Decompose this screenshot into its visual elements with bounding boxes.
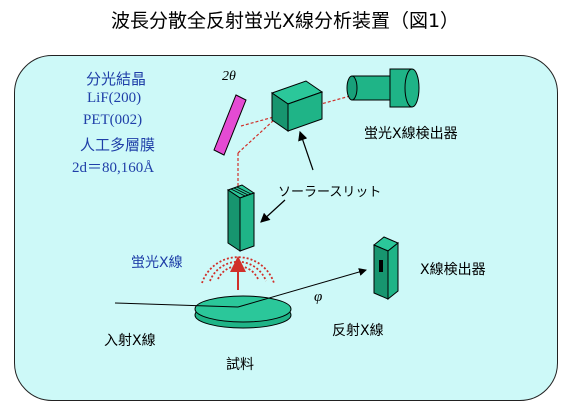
crystal-item-lif: LiF(200): [87, 90, 142, 106]
incident-beam: [114, 302, 239, 308]
fluorescent-detector-label: 蛍光X線検出器: [364, 126, 458, 142]
incident-xray-label: 入射X線: [104, 333, 156, 349]
phi-label: φ: [314, 289, 323, 305]
fluorescent-xray-detector: [346, 68, 420, 108]
crystal-item-multilayer: 人工多層膜: [80, 136, 156, 154]
two-theta-label: 2θ: [222, 69, 236, 84]
page-title: 波長分散全反射蛍光X線分析装置（図1）: [110, 10, 460, 32]
crystal-item-2d: 2d＝80,160Å: [72, 160, 155, 176]
fluorescent-xray-label: 蛍光X線: [131, 255, 183, 271]
crystal-heading: 分光結晶: [86, 70, 147, 88]
reflected-xray-label: 反射X線: [332, 323, 384, 339]
soller-slit-label: ソーラースリット: [278, 185, 382, 200]
reflected-beam: [237, 268, 367, 308]
analyzing-crystal: [213, 94, 247, 156]
detector-collimator-box: [270, 80, 324, 132]
soller-slit: [226, 184, 256, 252]
collimator-pointer: [298, 130, 314, 171]
soller-slit-pointer: [260, 199, 286, 223]
diagram-panel: [14, 55, 558, 401]
sample-label: 試料: [226, 357, 254, 373]
xray-detector: [373, 236, 399, 301]
xray-detector-label: X線検出器: [420, 262, 486, 278]
crystal-item-pet: PET(002): [83, 112, 143, 128]
sample-disk: [194, 295, 292, 329]
